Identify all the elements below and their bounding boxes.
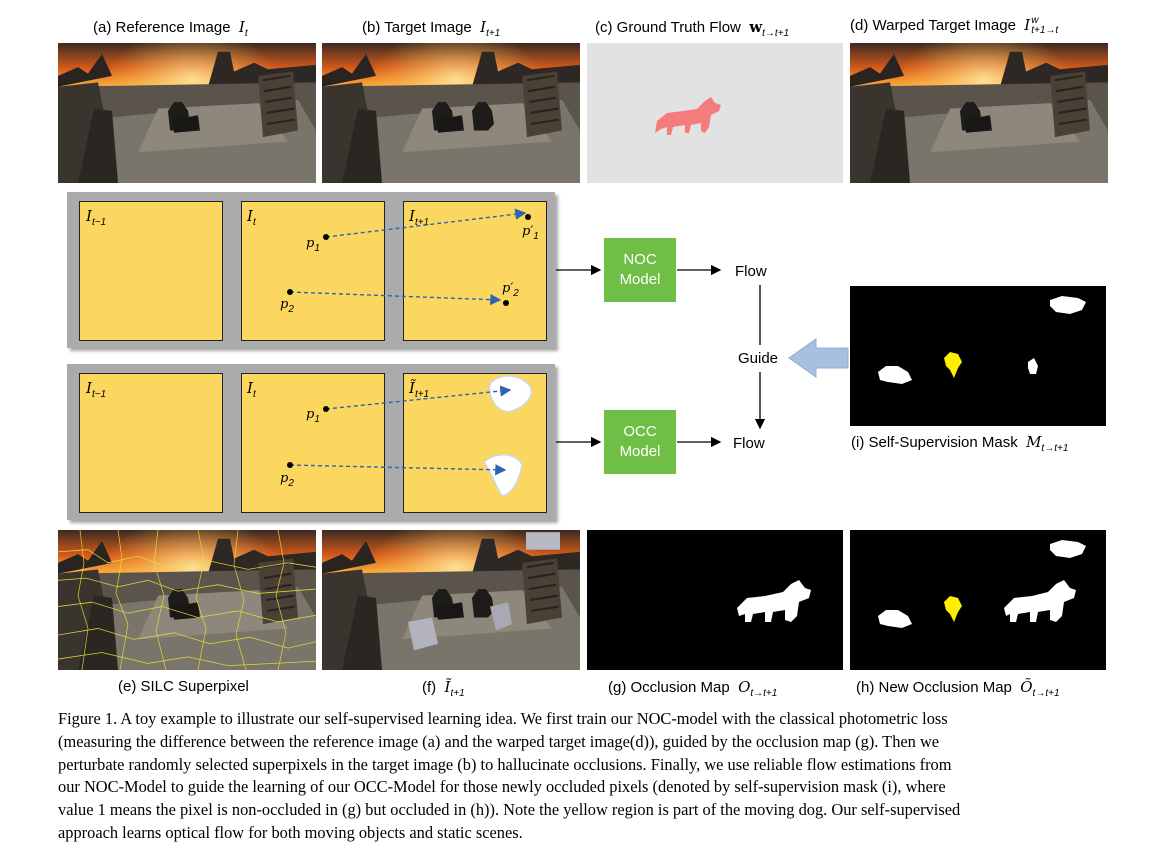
flow-arrow-p1-bottom xyxy=(325,385,512,410)
label-b: (b) Target Image It+1 xyxy=(362,18,501,39)
cell-bottom-prev: It−1 xyxy=(79,373,223,513)
label-c: (c) Ground Truth Flow wt→t+1 xyxy=(595,18,790,39)
ground-truth-flow xyxy=(587,43,843,183)
flow-arrow-p2-top xyxy=(289,291,502,306)
point-p2-top xyxy=(287,289,293,295)
label-p2-bottom: p2 xyxy=(280,471,294,489)
point-p2-bottom xyxy=(287,462,293,468)
label-h: (h) New Occlusion Map Õt→t+1 xyxy=(856,678,1060,699)
label-e: (e) SILC Superpixel xyxy=(118,678,249,695)
point-p2prime xyxy=(503,300,509,306)
occluder-2 xyxy=(482,454,523,497)
point-p1prime xyxy=(525,214,531,220)
flow-arrow-p2-bottom xyxy=(289,464,507,476)
caption-line: value 1 means the pixel is non-occluded … xyxy=(58,800,961,820)
diagram-arrows xyxy=(287,208,849,497)
occluder-1 xyxy=(488,375,533,413)
label-a: (a) Reference Image It xyxy=(93,18,248,39)
label-f: (f) Ĩt+1 xyxy=(422,678,465,699)
flow-label-top: Flow xyxy=(735,263,767,280)
label-p1-bottom: p1 xyxy=(306,407,320,425)
label-p2-top: p2 xyxy=(280,297,294,315)
point-p1-bottom xyxy=(323,406,329,412)
flow-label-bottom: Flow xyxy=(733,435,765,452)
caption-line: (measuring the difference between the re… xyxy=(58,731,940,751)
caption-line: our NOC-Model to guide the learning of o… xyxy=(58,777,946,797)
caption-line: Figure 1. A toy example to illustrate ou… xyxy=(58,709,948,728)
flow-arrow-p1-top xyxy=(325,208,527,238)
silc-superpixel xyxy=(58,530,316,670)
guide-label: Guide xyxy=(738,350,779,367)
target-image xyxy=(322,43,580,183)
new-occlusion-map xyxy=(850,530,1106,670)
caption-line: approach learns optical flow for both mo… xyxy=(58,822,523,842)
cell-bottom-cur: It xyxy=(241,373,385,513)
figure-caption: Figure 1. A toy example to illustrate ou… xyxy=(58,708,1138,845)
label-p1prime: p′1 xyxy=(522,224,539,242)
cell-top-prev: It−1 xyxy=(79,201,223,341)
label-i: (i) Self-Supervision Mask Mt→t+1 xyxy=(851,433,1069,454)
label-p1-top: p1 xyxy=(306,236,320,254)
self-supervision-mask xyxy=(850,286,1106,426)
occlusion-map xyxy=(587,530,843,670)
dog-silhouette xyxy=(655,97,721,135)
point-p1-top xyxy=(323,234,329,240)
caption-line: perturbate randomly selected superpixels… xyxy=(58,754,952,774)
perturbed-target-image xyxy=(322,530,580,670)
cell-top-cur: It xyxy=(241,201,385,341)
mask-guide-arrow xyxy=(788,338,849,378)
label-g: (g) Occlusion Map Ot→t+1 xyxy=(608,678,778,699)
label-p2prime: p′2 xyxy=(502,281,519,299)
